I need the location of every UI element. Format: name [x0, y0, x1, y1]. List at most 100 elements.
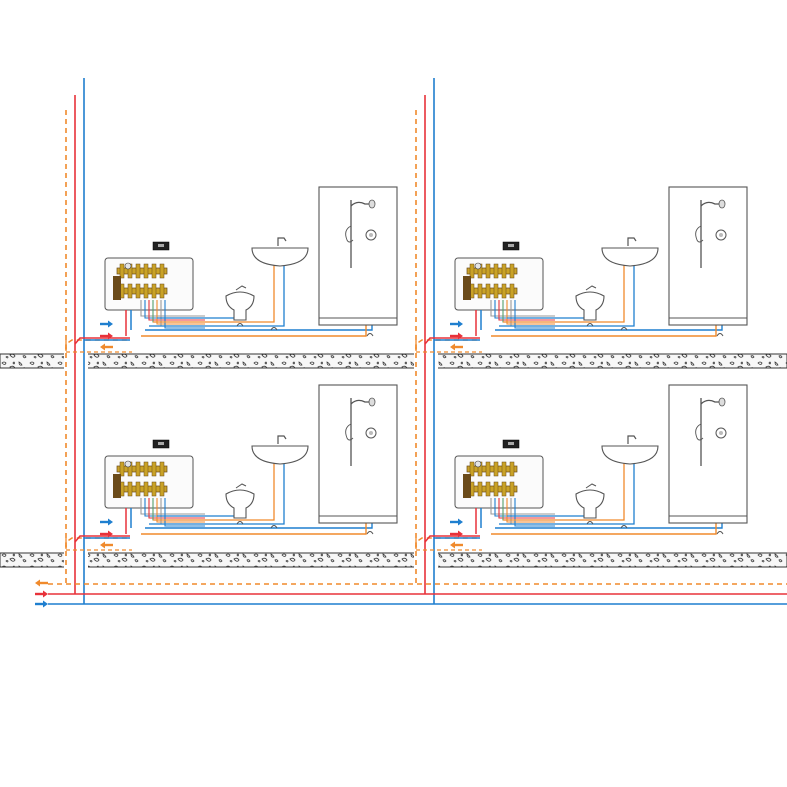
bidet-supply — [507, 508, 591, 517]
cold-flow-arrow — [35, 600, 48, 608]
manifold-port — [493, 461, 499, 477]
pex-line — [140, 300, 205, 317]
main-flow-arrows — [35, 579, 48, 608]
pipe-fitting — [366, 333, 374, 337]
manifold-bar — [466, 465, 518, 473]
pipe-fitting — [586, 521, 594, 525]
pipe-fitting — [620, 327, 628, 331]
pex-line — [164, 300, 205, 329]
manifold-bar — [116, 267, 168, 275]
unit-recirculation-arrow — [450, 343, 463, 351]
manifold-port — [501, 263, 507, 279]
manifold-port — [485, 283, 491, 299]
manifold-port — [143, 263, 149, 279]
arrow-head — [458, 530, 463, 538]
arrow-head — [108, 332, 113, 340]
manifold-valve — [463, 276, 471, 300]
pressure-gauge — [474, 460, 482, 468]
basin-cold-supply — [149, 460, 285, 525]
unit-hot-arrow — [100, 530, 113, 538]
apartment-top-right — [415, 186, 748, 353]
manifold-port — [135, 283, 141, 299]
apartment-units — [65, 186, 748, 551]
arrow-head — [458, 320, 463, 328]
pipe-fitting — [236, 521, 244, 525]
shower-arm — [350, 201, 371, 207]
manifold-port — [493, 481, 499, 497]
shower-cabin — [318, 186, 398, 326]
pex-line — [506, 498, 555, 523]
manifold-port — [159, 481, 165, 497]
manifold-port — [143, 461, 149, 477]
shower-hose — [345, 423, 354, 441]
arrow-head — [100, 541, 105, 549]
floor-slab-1 — [0, 353, 787, 369]
recirculation-loop — [65, 340, 132, 353]
pex-line — [498, 300, 555, 321]
pex-line — [490, 300, 555, 317]
arrow-head — [450, 541, 455, 549]
floor-opening — [64, 552, 88, 568]
basin-cold-supply — [499, 460, 635, 525]
manifold-port — [151, 283, 157, 299]
pipe-fitting — [236, 323, 244, 327]
shower-mixer-knob — [369, 431, 373, 435]
recirculation-loop — [65, 538, 132, 551]
apartment-top-left — [65, 186, 398, 353]
manifold-bar — [466, 267, 518, 275]
pipe-fitting — [716, 531, 724, 535]
manifold-port — [469, 461, 475, 477]
pipe-fitting — [366, 531, 374, 535]
bidet — [575, 489, 605, 519]
manifold-port — [127, 481, 133, 497]
pipe-fitting — [620, 525, 628, 529]
unit-hot-arrow — [450, 530, 463, 538]
washbasin — [601, 445, 659, 465]
unit-hot-arrow — [100, 332, 113, 340]
arrow-head — [100, 343, 105, 351]
shower-hose — [695, 423, 704, 441]
bidet-tap — [585, 285, 597, 291]
manifold-port — [119, 461, 125, 477]
shower-hose — [345, 225, 354, 243]
manifold-bar — [116, 465, 168, 473]
shower-arm — [350, 399, 371, 405]
shower-cabin — [318, 384, 398, 524]
manifold-port — [151, 263, 157, 279]
pipes — [48, 78, 787, 605]
manifold-bar — [116, 485, 168, 493]
manifold-valve — [463, 474, 471, 498]
pipe-fitting — [586, 323, 594, 327]
manifold-valve — [113, 276, 121, 300]
bidet-tap — [235, 483, 247, 489]
pex-line — [148, 300, 205, 321]
unit-recirculation-arrow — [100, 541, 113, 549]
manifold-port — [135, 263, 141, 279]
shower-head — [368, 397, 376, 407]
manifold-port — [151, 481, 157, 497]
thermostat-display — [158, 244, 164, 247]
arrow-head — [108, 320, 113, 328]
pex-line — [514, 300, 555, 329]
pex-line — [148, 498, 205, 519]
basin-tap — [627, 237, 637, 246]
bidet-supply — [157, 310, 241, 319]
manifold-port — [493, 283, 499, 299]
unit-cold-arrow — [100, 320, 113, 328]
thermostat-display — [158, 442, 164, 445]
bidet — [575, 291, 605, 321]
recirculation-loop — [415, 538, 482, 551]
arrow-head — [458, 332, 463, 340]
pex-line — [514, 498, 555, 527]
manifold-port — [493, 263, 499, 279]
bidet-supply — [157, 508, 241, 517]
recirculation-loop — [415, 340, 482, 353]
hot-branch — [424, 535, 480, 543]
shower-mixer-knob — [719, 233, 723, 237]
bidet-supply — [507, 310, 591, 319]
shower-arm — [700, 201, 721, 207]
pipe-fitting — [716, 333, 724, 337]
manifold-port — [509, 481, 515, 497]
